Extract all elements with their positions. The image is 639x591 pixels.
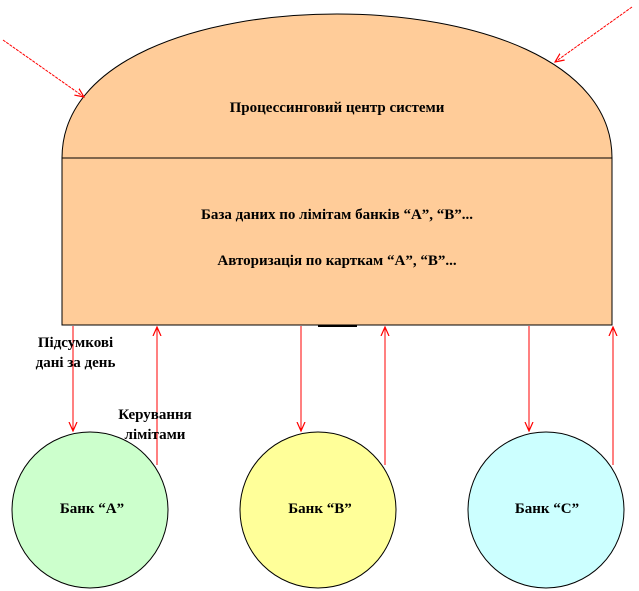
processing-center-dome bbox=[61, 13, 613, 159]
processing-center-box bbox=[61, 157, 613, 326]
bank-a-label: Банк “А” bbox=[59, 501, 125, 517]
processing-center-title: Процессинговий центр системи bbox=[229, 100, 445, 116]
bank-b-label: Банк “В” bbox=[288, 501, 352, 517]
card-authorization-label: Авторизація по карткам “А”, “В”... bbox=[217, 253, 457, 269]
bank-b-circle bbox=[239, 431, 397, 589]
limit-control-label: Керування лімітами bbox=[100, 405, 210, 445]
limits-database-label: База даних по лімітам банків “А”, “В”... bbox=[200, 207, 474, 223]
bank-c-circle bbox=[467, 431, 625, 589]
limit-control-line-2: лімітами bbox=[124, 427, 186, 443]
daily-totals-label: Підсумкові дані за день bbox=[18, 333, 133, 373]
incoming-arrow-right bbox=[555, 6, 633, 62]
daily-totals-line-1: Підсумкові bbox=[37, 335, 114, 351]
bank-c-label: Банк “С” bbox=[514, 501, 580, 517]
incoming-arrow-left bbox=[2, 39, 84, 97]
bank-a-circle bbox=[11, 431, 169, 589]
limit-control-line-1: Керування bbox=[118, 407, 192, 423]
daily-totals-line-2: дані за день bbox=[35, 355, 116, 371]
